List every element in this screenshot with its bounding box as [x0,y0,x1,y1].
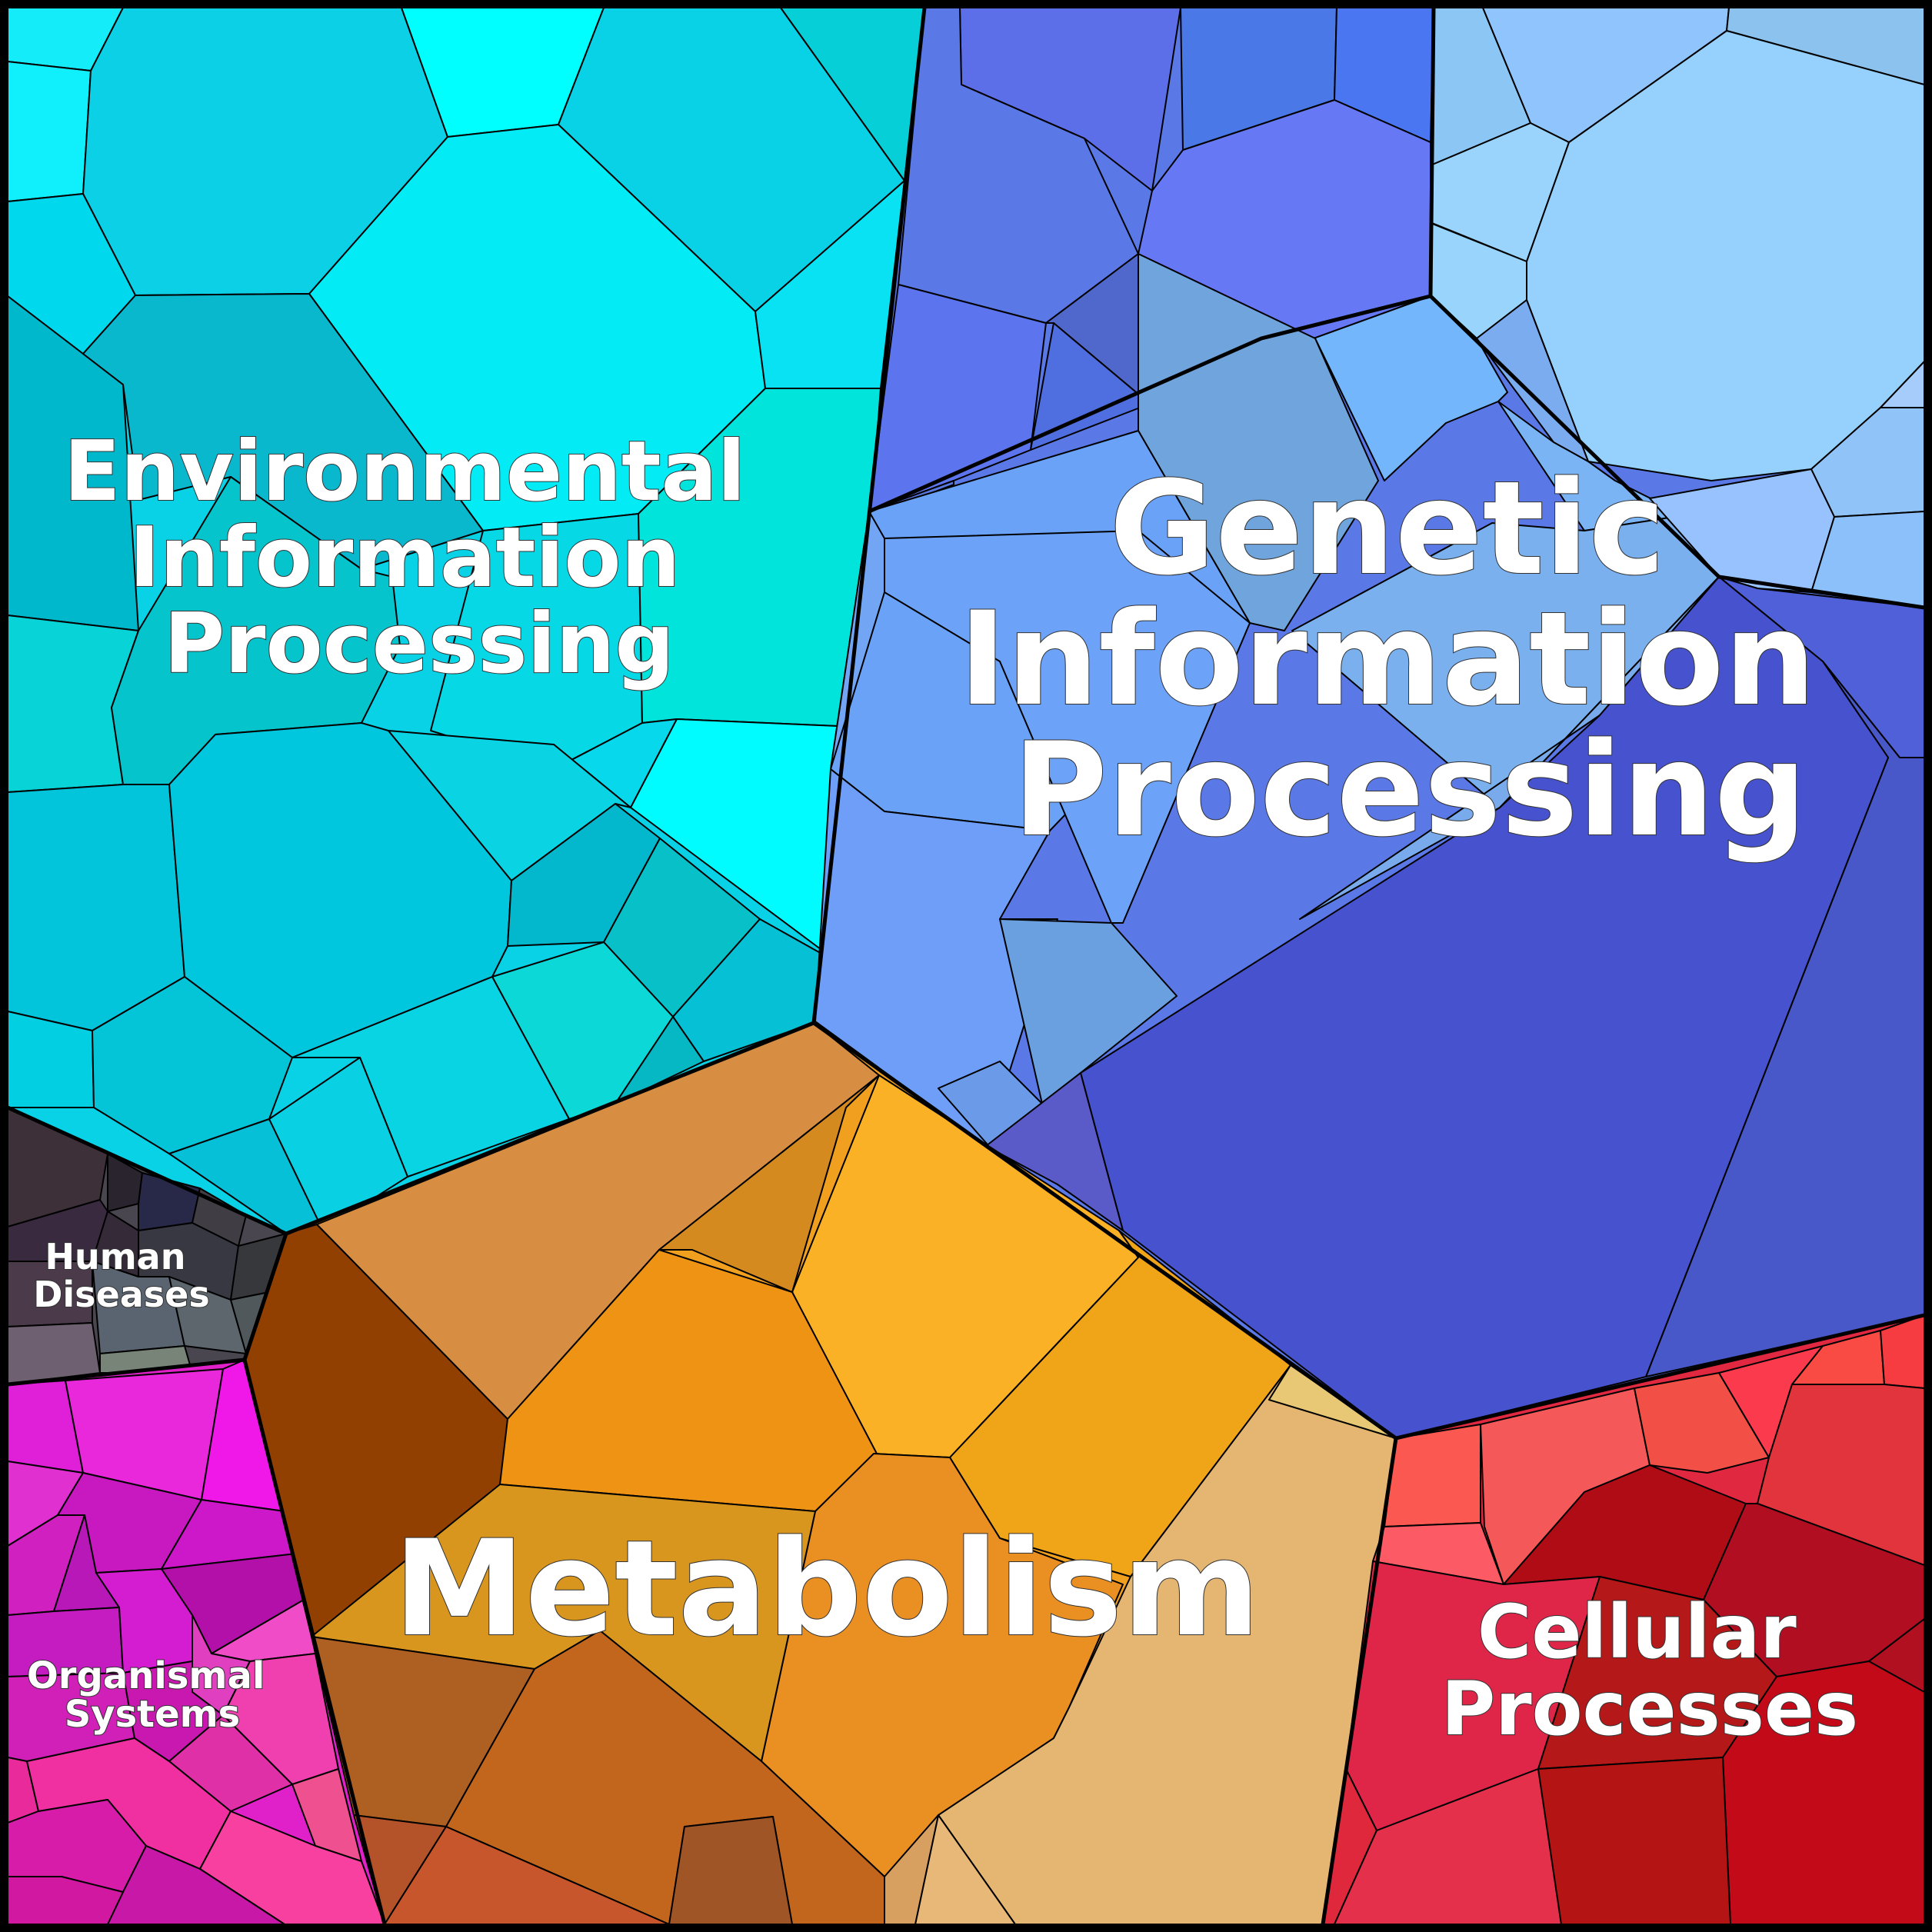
region-human-diseases [7,1107,287,1385]
region-genetic-information-processing [813,7,1925,1439]
label-organismal-systems: Organismal Systems [27,1654,278,1736]
category-boundaries [6,7,1925,1925]
label-metabolism: Metabolism [394,1511,1261,1666]
label-genetic: Genetic Information Processing [958,453,1860,865]
label-environmental: Environmental Information Processing [64,424,774,692]
label-cellular: Cellular Processes [1441,1589,1858,1752]
label-human-diseases: Human Diseases [33,1236,210,1315]
region-environmental-information-processing [7,7,925,1234]
region-cellular-processes [1322,1314,1925,1925]
